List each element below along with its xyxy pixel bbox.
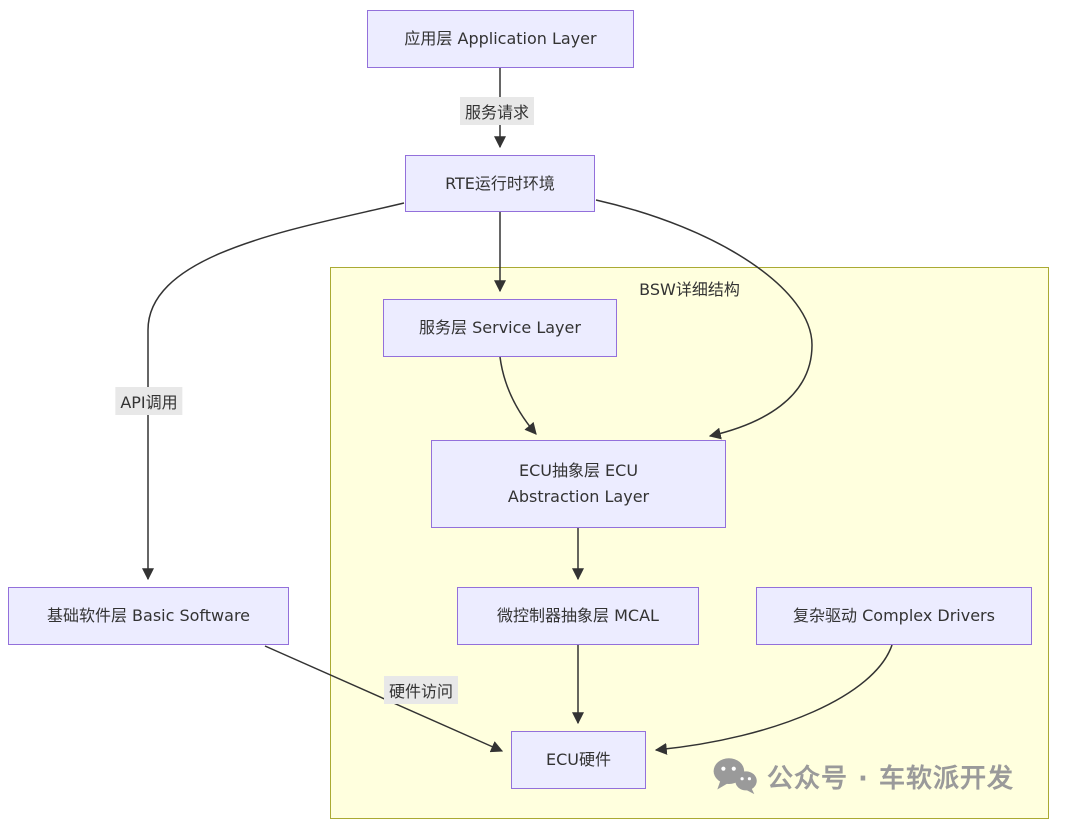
node-mcal-label: 微控制器抽象层 MCAL <box>497 606 659 626</box>
bsw-container: BSW详细结构 <box>330 267 1049 819</box>
edge-rte-to-ecu-abstraction <box>595 199 813 440</box>
edge-label-hardware-access: 硬件访问 <box>383 676 459 704</box>
node-ecu-abstraction-label-line2: Abstraction Layer <box>507 487 650 506</box>
watermark-text: 公众号 · 车软派开发 <box>767 763 1014 794</box>
node-ecu-abstraction-layer: ECU抽象层 ECU Abstraction Layer <box>431 440 726 528</box>
node-mcal: 微控制器抽象层 MCAL <box>457 587 699 645</box>
watermark: 公众号 · 车软派开发 <box>713 757 1014 795</box>
node-complex-drivers-label: 复杂驱动 Complex Drivers <box>793 606 995 626</box>
node-service-layer-label: 服务层 Service Layer <box>419 318 581 338</box>
node-ecu-abstraction-label-line1: ECU抽象层 ECU <box>518 461 639 481</box>
node-rte: RTE运行时环境 <box>405 155 595 212</box>
node-basic-software-label: 基础软件层 Basic Software <box>46 606 251 626</box>
node-complex-drivers: 复杂驱动 Complex Drivers <box>756 587 1032 645</box>
node-service-layer: 服务层 Service Layer <box>383 299 617 357</box>
edge-rte-to-bsw <box>142 202 405 581</box>
edge-complex-drivers-to-ecu-hardware <box>654 644 893 755</box>
edge-label-service-request: 服务请求 <box>459 97 535 125</box>
node-application-layer: 应用层 Application Layer <box>367 10 634 68</box>
bsw-container-label: BSW详细结构 <box>639 280 740 299</box>
node-rte-label: RTE运行时环境 <box>445 173 555 193</box>
node-ecu-hardware-label: ECU硬件 <box>546 750 611 770</box>
node-ecu-hardware: ECU硬件 <box>511 731 646 789</box>
edge-label-api-call: API调用 <box>115 387 183 415</box>
node-basic-software: 基础软件层 Basic Software <box>8 587 289 645</box>
edge-bsw-to-ecu-hardware <box>264 645 504 753</box>
node-application-layer-label: 应用层 Application Layer <box>404 29 597 49</box>
edge-service-to-ecu-abstraction <box>499 356 537 435</box>
wechat-icon <box>713 758 757 795</box>
